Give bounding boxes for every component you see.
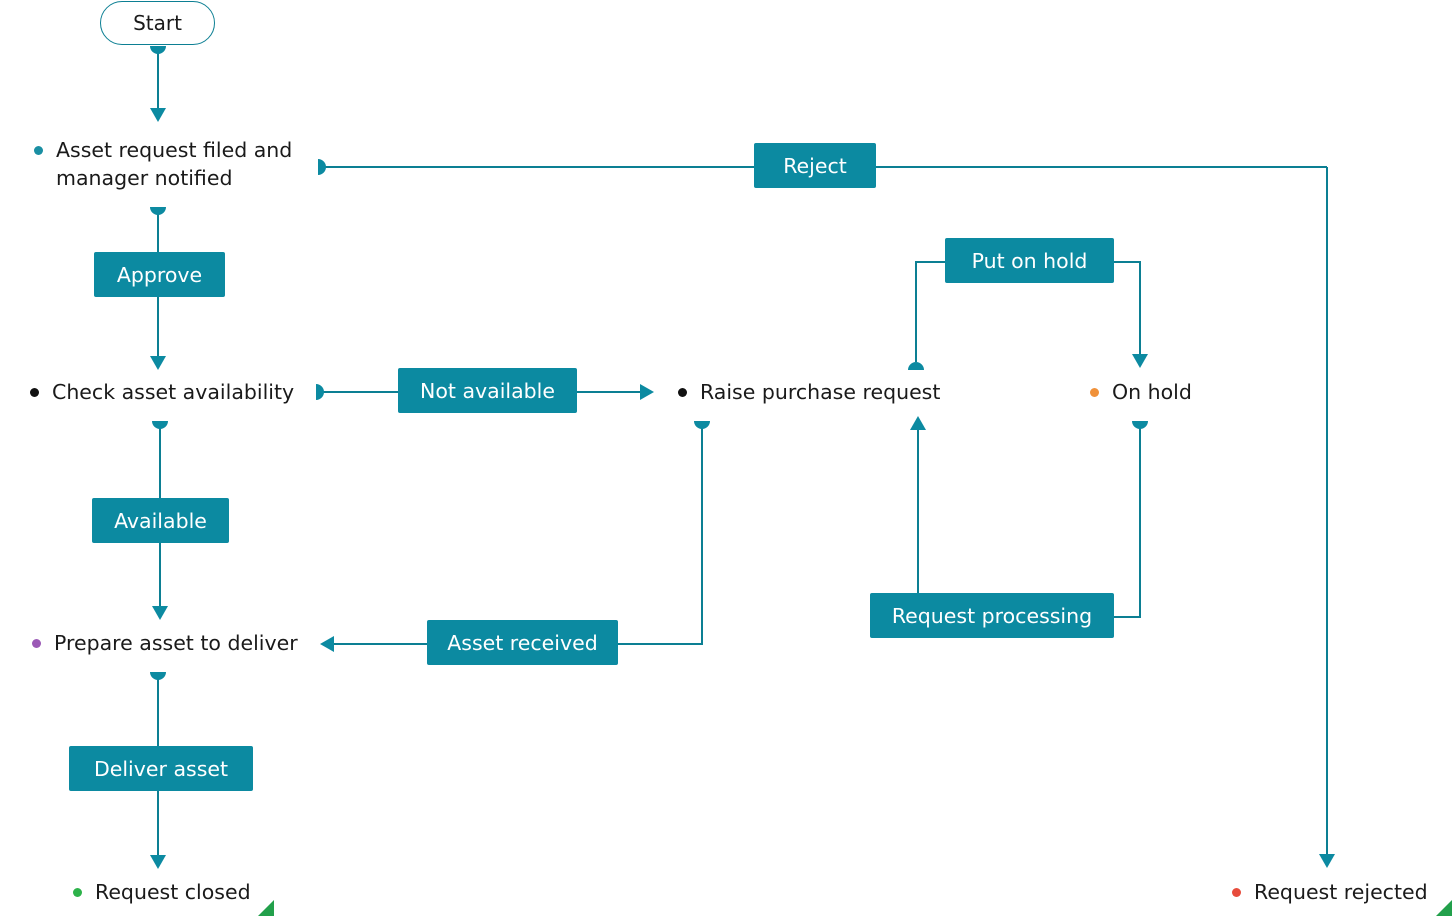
state-check-availability[interactable]: Check asset availability [30,378,294,406]
transition-deliver-asset[interactable]: Deliver asset [69,746,253,791]
state-label: Request closed [95,880,251,904]
status-dot [34,146,43,155]
status-dot [73,888,82,897]
state-asset-request-filed[interactable]: Asset request filed and manager notified [34,136,292,192]
start-node[interactable]: Start [100,1,215,45]
transition-approve[interactable]: Approve [94,252,225,297]
state-prepare-asset[interactable]: Prepare asset to deliver [32,629,298,657]
transition-request-processing[interactable]: Request processing [870,593,1114,638]
state-request-closed[interactable]: Request closed [73,878,251,906]
transition-not-available[interactable]: Not available [398,368,577,413]
terminal-marker-icon [258,900,274,916]
state-raise-purchase-request[interactable]: Raise purchase request [678,378,940,406]
state-label: Check asset availability [52,380,295,404]
transition-reject[interactable]: Reject [754,143,876,188]
state-label: Request rejected [1254,880,1428,904]
state-label: Raise purchase request [700,380,941,404]
transition-put-on-hold[interactable]: Put on hold [945,238,1114,283]
status-dot [30,388,39,397]
state-label: Prepare asset to deliver [54,631,298,655]
state-label: Asset request filed and manager notified [56,138,293,190]
transition-asset-received[interactable]: Asset received [427,620,618,665]
state-on-hold[interactable]: On hold [1090,378,1192,406]
status-dot [32,639,41,648]
state-request-rejected[interactable]: Request rejected [1232,878,1428,906]
transition-available[interactable]: Available [92,498,229,543]
status-dot [1090,388,1099,397]
status-dot [678,388,687,397]
state-label: On hold [1112,380,1192,404]
status-dot [1232,888,1241,897]
terminal-marker-icon [1436,900,1452,916]
